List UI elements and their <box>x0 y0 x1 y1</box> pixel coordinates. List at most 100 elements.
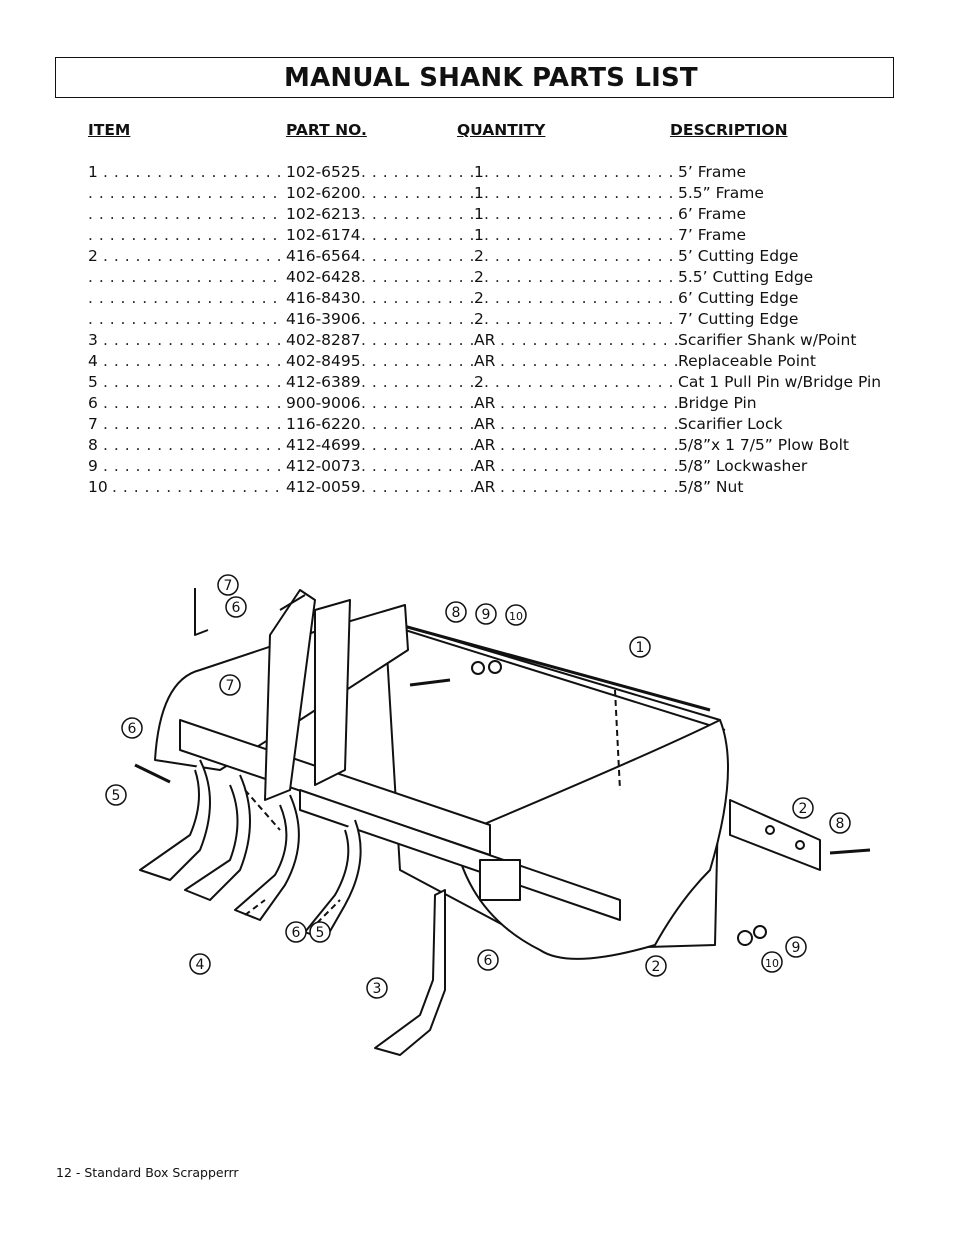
part-number: 416-3906 <box>286 310 361 328</box>
description-text: Scarifier Shank w/Point <box>678 331 857 349</box>
callout-label: 5 <box>112 788 121 804</box>
callout-label: 5 <box>316 925 325 941</box>
dot-leader: . . . . . . . . . . . . . . . . . . . . … <box>361 247 474 265</box>
description-text: 5’ Frame <box>678 163 747 181</box>
item-number: 4 <box>88 352 98 370</box>
page-footer: 12 - Standard Box Scrapperrr <box>56 1165 239 1180</box>
column-header-quantity: QUANTITY <box>457 121 546 139</box>
callout-circle <box>445 601 467 623</box>
title-box: MANUAL SHANK PARTS LIST <box>55 57 894 98</box>
dot-leader: . . . . . . . . . . . . . . . . . . . . … <box>500 394 678 412</box>
dot-leader: . . . . . . . . . . . . . . . . . . . . … <box>500 457 678 475</box>
dot-leader: . . . . . . . . . . . . . . . . . . . . … <box>361 352 474 370</box>
table-row: . . . . . . . . . . . . . . . . . . . . … <box>88 310 888 331</box>
table-row: 10 . . . . . . . . . . . . . . . . . . . … <box>88 478 888 499</box>
quantity-value: 2 <box>474 310 484 328</box>
table-row: 1. . . . . . . . . . . . . . . . . . . .… <box>88 163 888 184</box>
dot-leader: . . . . . . . . . . . . . . . . . . . . … <box>484 184 678 202</box>
dot-leader: . . . . . . . . . . . . . . . . . . . . … <box>88 310 284 328</box>
dot-leader: . . . . . . . . . . . . . . . . . . . . … <box>88 289 284 307</box>
callout-label: 9 <box>482 607 491 623</box>
table-row: 9. . . . . . . . . . . . . . . . . . . .… <box>88 457 888 478</box>
dot-leader: . . . . . . . . . . . . . . . . . . . . … <box>500 478 678 496</box>
dot-leader: . . . . . . . . . . . . . . . . . . . . … <box>500 415 678 433</box>
quantity-value: AR <box>474 436 496 454</box>
table-row: . . . . . . . . . . . . . . . . . . . . … <box>88 184 888 205</box>
table-row: . . . . . . . . . . . . . . . . . . . . … <box>88 226 888 247</box>
quantity-value: AR <box>474 415 496 433</box>
callout-circle <box>225 596 247 618</box>
dot-leader: . . . . . . . . . . . . . . . . . . . . … <box>361 457 474 475</box>
dot-leader: . . . . . . . . . . . . . . . . . . . . … <box>484 247 678 265</box>
dot-leader: . . . . . . . . . . . . . . . . . . . . … <box>361 415 474 433</box>
callout-label: 8 <box>452 605 461 621</box>
description-text: 7’ Cutting Edge <box>678 310 799 328</box>
part-number: 900-9006 <box>286 394 361 412</box>
callout-circle <box>785 936 807 958</box>
table-row: 7 . . . . . . . . . . . . . . . . . . . .… <box>88 415 888 436</box>
callout-circle <box>219 674 241 696</box>
page-title: MANUAL SHANK PARTS LIST <box>284 63 698 93</box>
callout-label: 9 <box>792 940 801 956</box>
quantity-value: 2 <box>474 289 484 307</box>
part-number: 412-4699 <box>286 436 361 454</box>
item-number: 6 <box>88 394 98 412</box>
item-number: 7 <box>88 415 98 433</box>
table-row: 4 . . . . . . . . . . . . . . . . . . . .… <box>88 352 888 373</box>
description-text: Cat 1 Pull Pin w/Bridge Pin <box>678 373 882 391</box>
part-number: 402-6428 <box>286 268 361 286</box>
table-row: . . . . . . . . . . . . . . . . . . . . … <box>88 205 888 226</box>
item-number: 1 <box>88 163 98 181</box>
quantity-value: 1 <box>474 163 484 181</box>
item-number: 10 <box>88 478 108 496</box>
table-row: . . . . . . . . . . . . . . . . . . . . … <box>88 268 888 289</box>
description-text: 6’ Cutting Edge <box>678 289 799 307</box>
callout-label: 2 <box>652 959 661 975</box>
table-row: . . . . . . . . . . . . . . . . . . . . … <box>88 289 888 310</box>
dot-leader: . . . . . . . . . . . . . . . . . . . . … <box>484 310 678 328</box>
callout-circle <box>121 717 143 739</box>
table-row: 8. . . . . . . . . . . . . . . . . . . .… <box>88 436 888 457</box>
callout-circle <box>477 949 499 971</box>
part-number: 102-6213 <box>286 205 361 223</box>
dot-leader: . . . . . . . . . . . . . . . . . . . . … <box>88 226 284 244</box>
part-number: 412-0059 <box>286 478 361 496</box>
item-number: 5 <box>88 373 98 391</box>
callout-label: 4 <box>196 957 205 973</box>
dot-leader: . . . . . . . . . . . . . . . . . . . . … <box>103 247 284 265</box>
dot-leader: . . . . . . . . . . . . . . . . . . . . … <box>361 205 474 223</box>
callout-circle <box>366 977 388 999</box>
quantity-value: 2 <box>474 268 484 286</box>
description-text: 5.5’ Cutting Edge <box>678 268 814 286</box>
description-text: Replaceable Point <box>678 352 816 370</box>
dot-leader: . . . . . . . . . . . . . . . . . . . . … <box>103 457 284 475</box>
part-number: 116-6220 <box>286 415 361 433</box>
dot-leader: . . . . . . . . . . . . . . . . . . . . … <box>361 268 474 286</box>
callout-label: 2 <box>799 801 808 817</box>
dot-leader: . . . . . . . . . . . . . . . . . . . . … <box>103 373 284 391</box>
part-number: 102-6525 <box>286 163 361 181</box>
dot-leader: . . . . . . . . . . . . . . . . . . . . … <box>361 184 474 202</box>
dot-leader: . . . . . . . . . . . . . . . . . . . . … <box>361 310 474 328</box>
callout-circle <box>645 955 667 977</box>
dot-leader: . . . . . . . . . . . . . . . . . . . . … <box>103 394 284 412</box>
callout-label: 7 <box>226 678 235 694</box>
dot-leader: . . . . . . . . . . . . . . . . . . . . … <box>500 352 678 370</box>
callout-label: 6 <box>292 925 301 941</box>
description-text: 5/8” Nut <box>678 478 744 496</box>
quantity-value: AR <box>474 478 496 496</box>
callout-label: 6 <box>484 953 493 969</box>
part-number: 402-8495 <box>286 352 361 370</box>
dot-leader: . . . . . . . . . . . . . . . . . . . . … <box>361 289 474 307</box>
item-number: 8 <box>88 436 98 454</box>
table-row: 5 . . . . . . . . . . . . . . . . . . . .… <box>88 373 888 394</box>
description-text: Scarifier Lock <box>678 415 783 433</box>
dot-leader: . . . . . . . . . . . . . . . . . . . . … <box>484 373 678 391</box>
callout-circle <box>505 604 527 626</box>
part-number: 416-8430 <box>286 289 361 307</box>
callout-circle <box>475 603 497 625</box>
column-header-description: DESCRIPTION <box>670 121 788 139</box>
description-text: 5’ Cutting Edge <box>678 247 799 265</box>
dot-leader: . . . . . . . . . . . . . . . . . . . . … <box>361 394 474 412</box>
